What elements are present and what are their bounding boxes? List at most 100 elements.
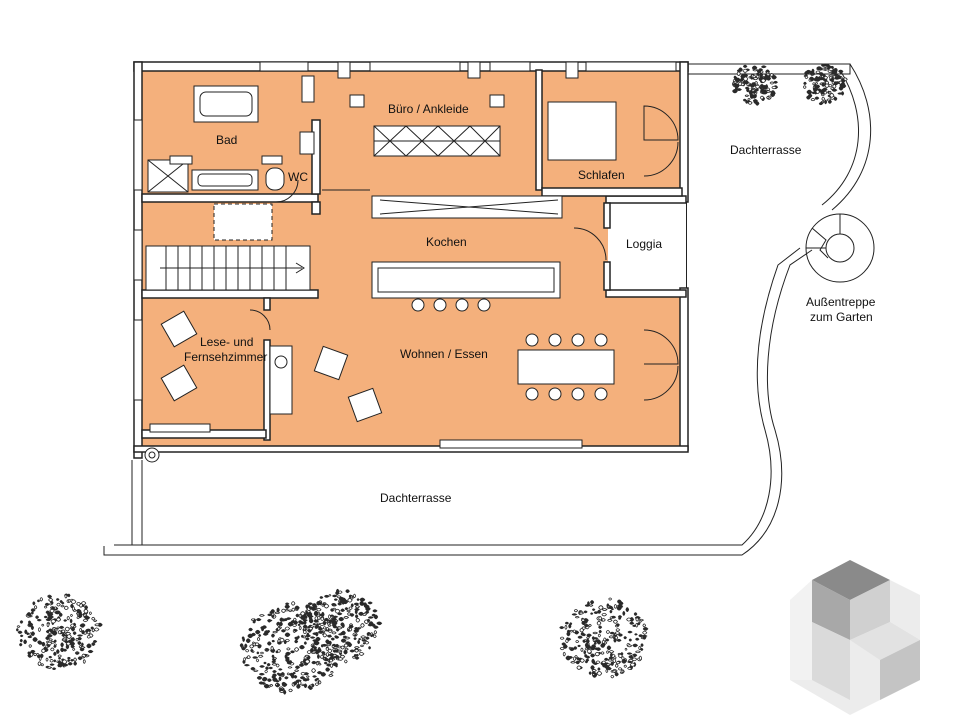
tree-leaf [353,637,357,641]
tree-leaf [71,606,76,611]
outdoor-label-dachterrasse-top: Dachterrasse [730,143,802,157]
tree-leaf [30,611,34,615]
tree-leaf [54,610,61,615]
tree-leaf [318,600,322,605]
tree-leaf [354,614,359,619]
tree-leaf [43,615,48,619]
tree-leaf [742,76,749,82]
tree-leaf [322,633,328,638]
tree-leaf [608,605,614,609]
tree-leaf [617,667,623,671]
tree-leaf [338,617,345,622]
tree-leaf [45,657,49,662]
tree-leaf [60,642,64,648]
tree-leaf [278,668,283,671]
tree-leaf [59,600,63,603]
tree-icon [298,588,383,664]
tree-leaf [90,626,94,630]
tree-leaf [70,659,74,662]
tree-leaf [303,641,307,645]
room-label-kochen: Kochen [426,235,467,249]
tree-leaf [308,626,314,631]
tree-leaf [294,665,301,670]
tree-leaf [642,635,647,640]
tree-leaf [241,636,245,640]
tree-leaf [820,100,825,104]
tree-leaf [627,630,633,634]
tree-leaf [47,666,53,669]
tree-leaf [365,636,370,640]
tree-leaf [252,620,256,624]
tree-leaf [814,96,820,100]
tree-leaf [315,661,319,666]
tree-leaf [55,598,60,601]
room-label-lese-1: Lese- und [200,335,253,349]
tree-leaf [600,651,605,655]
tree-leaf [332,615,339,618]
tree-leaf [294,647,300,652]
tree-leaf [349,649,356,653]
tree-leaf [36,652,40,657]
tree-leaf [53,631,56,636]
tree-leaf [367,601,373,605]
tree-leaf [33,605,38,610]
tree-leaf [308,614,313,619]
tree-leaf [735,88,739,91]
tree-leaf [256,618,262,622]
tree-leaf [245,649,250,653]
tree-leaf [29,652,34,657]
tree-leaf [345,589,350,594]
tree-leaf [274,611,281,615]
tree-leaf [73,661,78,666]
tree-leaf [765,90,772,93]
tree-leaf [324,657,329,662]
tree-leaf [616,606,622,611]
tree-leaf [360,623,365,628]
tree-leaf [279,621,283,627]
tree-leaf [278,676,282,682]
tree-leaf [49,659,54,663]
tree-leaf [332,607,337,611]
room-labels: Bad Büro / Ankleide WC Schlafen Kochen L… [184,102,876,505]
tree-leaf [586,636,590,639]
tree-leaf [52,627,57,630]
tree-leaf [595,660,601,664]
tree-leaf [747,84,753,87]
tree-leaf [634,633,638,636]
tree-leaf [305,610,309,615]
tree-leaf [350,603,354,608]
tree-leaf [356,627,361,631]
tree-leaf [358,611,365,616]
tree-leaf [354,607,360,612]
tree-leaf [293,617,297,622]
tree-leaf [759,95,765,100]
outdoor-label-aussentreppe-2: zum Garten [810,310,873,324]
tree-leaf [818,102,824,106]
tree-leaf [376,621,383,626]
tree-leaf [568,646,572,650]
tree-leaf [747,101,753,105]
tree-leaf [572,656,577,661]
tree-leaf [294,669,300,672]
tree-leaf [75,637,79,642]
tree-leaf [263,683,270,689]
tree-leaf [583,623,590,628]
tree-leaf [631,657,638,662]
tree-leaf [337,645,342,649]
tree-leaf [72,631,77,635]
tree-leaf [62,648,68,652]
room-label-loggia: Loggia [626,237,662,251]
tree-leaf [588,671,592,675]
tree-leaf [371,623,376,627]
tree-leaf [821,96,826,101]
tree-leaf [627,660,634,664]
tree-leaf [824,99,828,105]
tree-leaf [271,654,275,659]
tree-leaf [332,662,339,667]
tree-leaf [640,643,644,647]
tree-leaf [76,612,81,615]
tree-leaf [614,631,621,635]
tree-leaf [575,640,580,643]
tree-leaf [83,608,89,614]
tree-leaf [344,659,348,664]
